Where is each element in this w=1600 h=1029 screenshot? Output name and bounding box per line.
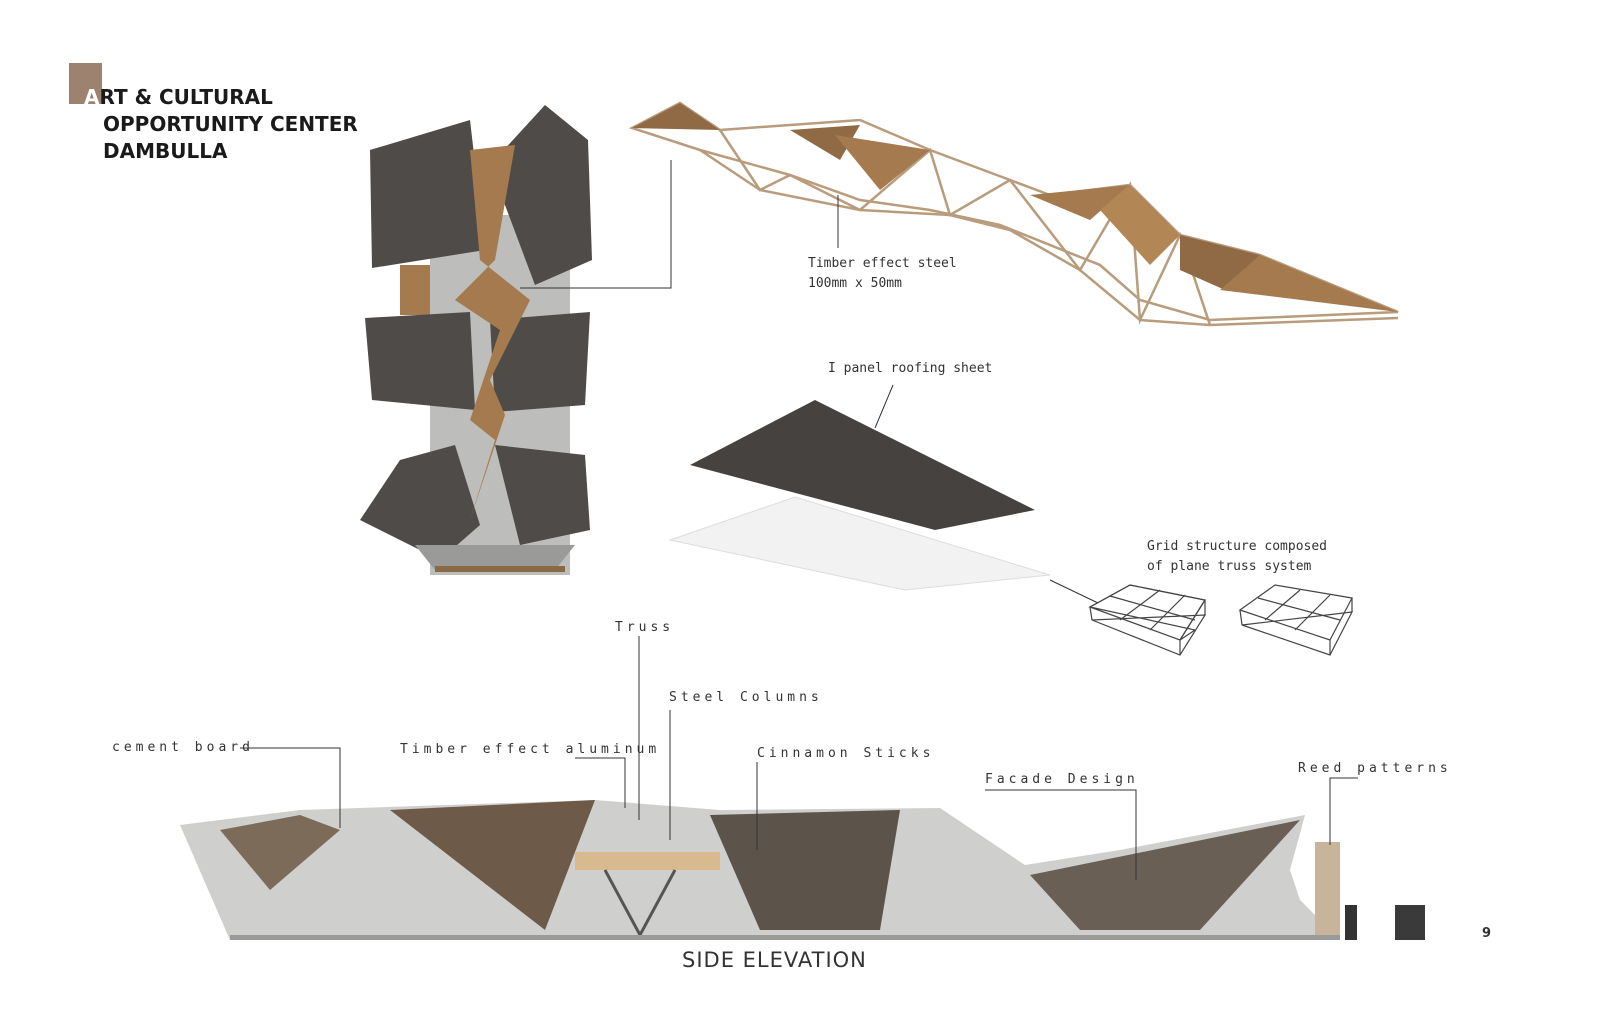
- label-timber-steel-size: 100mm x 50mm: [808, 276, 902, 291]
- roofing-sheet-drawing: [690, 400, 1035, 530]
- label-cement-board: cement board: [112, 740, 254, 755]
- label-grid-structure-1: Grid structure composed: [1147, 539, 1328, 554]
- title-initial: A: [84, 85, 100, 109]
- leader-line: [1049, 579, 1099, 604]
- leader-line: [874, 384, 894, 429]
- plane-truss-detail: [1238, 584, 1354, 656]
- label-facade-design: Facade Design: [985, 772, 1139, 787]
- elevation-title: SIDE ELEVATION: [682, 948, 867, 972]
- label-timber-aluminum: Timber effect aluminum: [400, 742, 661, 757]
- roof-panels: [632, 103, 1398, 312]
- side-elevation-drawing: [180, 800, 1425, 940]
- title-line-2: OPPORTUNITY CENTER: [103, 112, 358, 136]
- label-roofing-sheet: I panel roofing sheet: [828, 361, 993, 376]
- elevation-leader-lines: [240, 636, 1358, 880]
- page-number: 9: [1482, 926, 1492, 941]
- title-line-3: DAMBULLA: [103, 139, 228, 163]
- leader-line: [520, 160, 672, 289]
- truss-grid-detail: [1088, 584, 1207, 656]
- page-title: ART & CULTURAL OPPORTUNITY CENTER DAMBUL…: [84, 84, 358, 165]
- label-grid-structure-2: of plane truss system: [1147, 559, 1312, 574]
- label-steel-columns: Steel Columns: [669, 690, 823, 705]
- grid-structure-drawing: [668, 496, 1051, 591]
- title-accent-square: [69, 63, 102, 104]
- label-timber-steel: Timber effect steel: [808, 256, 957, 271]
- label-reed-patterns: Reed patterns: [1298, 761, 1452, 776]
- label-truss: Truss: [615, 620, 675, 635]
- roof-plan-drawing: [360, 105, 592, 575]
- label-cinnamon-sticks: Cinnamon Sticks: [757, 746, 935, 761]
- title-line-1: RT & CULTURAL: [99, 85, 273, 109]
